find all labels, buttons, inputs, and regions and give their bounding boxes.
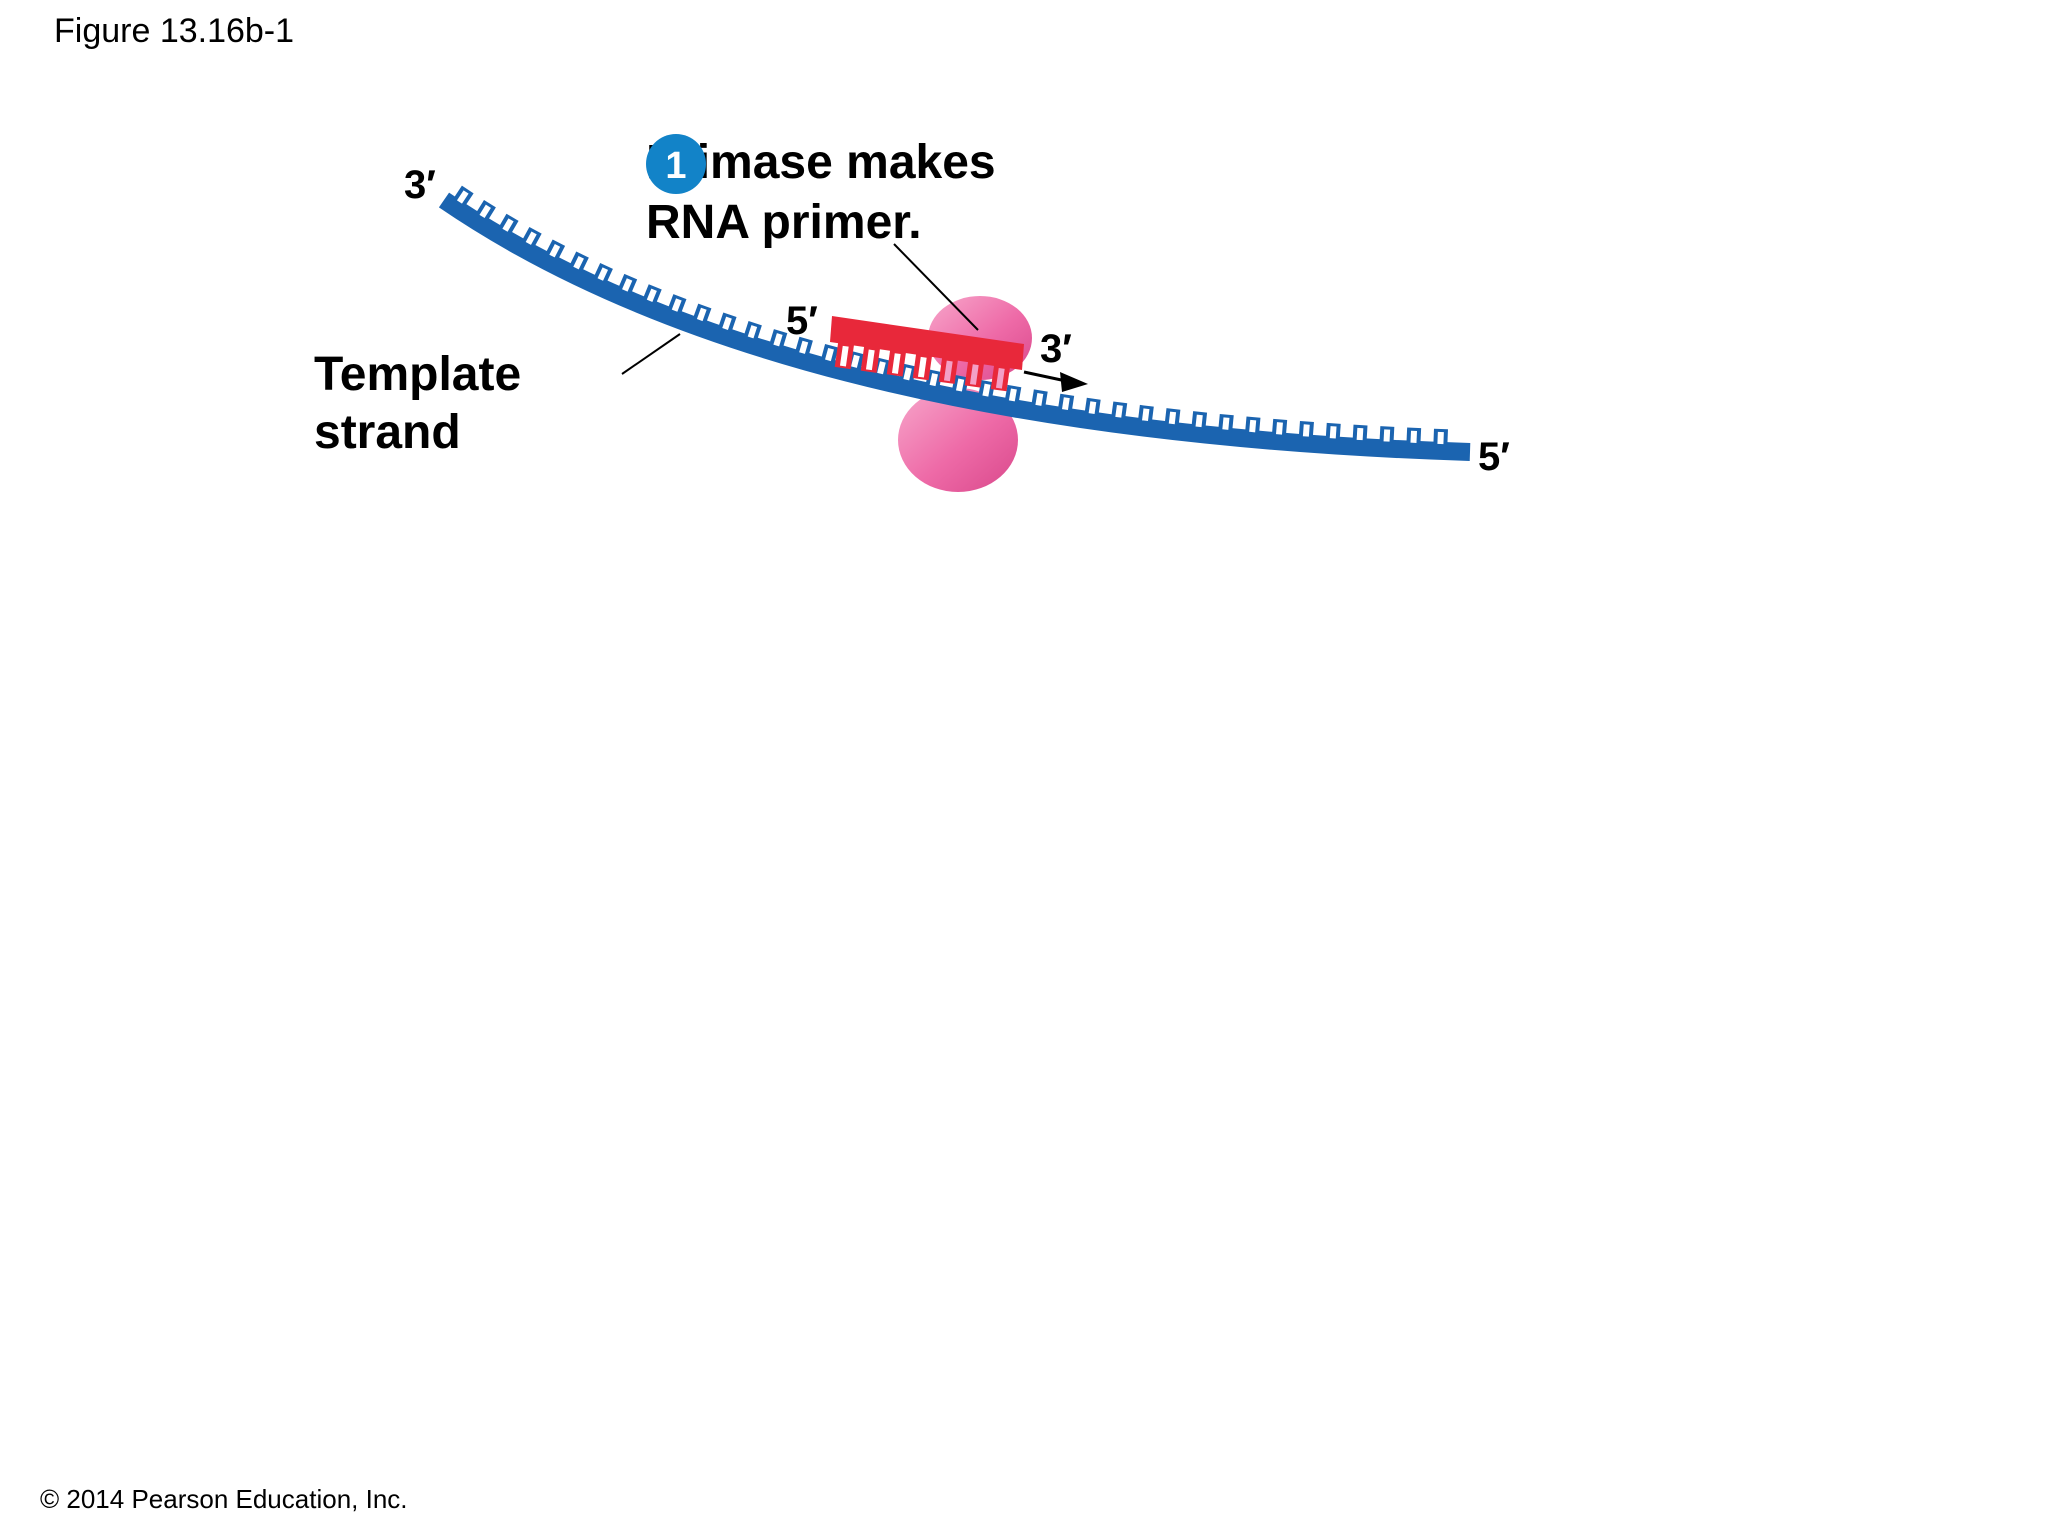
primer-base: [886, 348, 907, 377]
template-base: [1271, 418, 1288, 436]
template-base: [642, 284, 662, 305]
template-base: [453, 185, 474, 207]
template-base: [1031, 389, 1048, 408]
primer-leader-line: [893, 243, 979, 331]
template-strand-label-line1: Template: [314, 348, 521, 401]
template-base: [1137, 404, 1154, 423]
rna-primer: [830, 316, 1024, 392]
template-base: [820, 344, 839, 364]
primer-base: [964, 359, 985, 388]
synthesis-arrow-icon: [1023, 370, 1088, 392]
template-base: [718, 312, 737, 333]
template-5prime-label: 5′: [1478, 435, 1510, 479]
template-strand-bases: [453, 185, 1448, 446]
template-base: [569, 251, 589, 273]
rna-primer-backbone: [830, 316, 1024, 370]
primer-5prime-label: 5′: [786, 299, 818, 343]
primase-lower-lobe: [898, 388, 1018, 492]
step-caption-line2: RNA primer.: [646, 196, 922, 249]
template-base: [475, 200, 496, 221]
template-strand: [438, 185, 1471, 461]
template-base: [1057, 393, 1075, 412]
template-base: [1164, 408, 1181, 426]
template-strand-backbone: [438, 192, 1471, 461]
primer-base: [860, 344, 881, 373]
template-base: [769, 329, 788, 349]
template-base: [692, 303, 712, 324]
primer-base: [834, 341, 855, 370]
template-base: [667, 294, 687, 315]
template-base: [1245, 416, 1261, 434]
template-base: [521, 226, 542, 248]
primer-3prime-label: 3′: [1040, 327, 1072, 371]
template-base: [925, 369, 943, 388]
template-strand-label-line2: strand: [314, 406, 461, 459]
template-base: [617, 273, 638, 295]
figure-label: Figure 13.16b-1: [54, 12, 295, 50]
primer-base: [938, 355, 959, 384]
template-base: [1298, 420, 1314, 438]
primer-base: [990, 363, 1011, 392]
template-base: [1111, 401, 1128, 420]
template-base: [1004, 384, 1022, 404]
copyright-notice: © 2014 Pearson Education, Inc.: [40, 1484, 408, 1514]
template-base: [951, 374, 969, 394]
step-number-badge: 1: [646, 134, 706, 194]
primer-base: [912, 352, 933, 381]
template-base: [498, 213, 519, 235]
template-base: [743, 321, 762, 341]
template-base: [1379, 426, 1395, 443]
template-leader-line: [621, 333, 681, 375]
template-base: [1084, 397, 1101, 416]
template-base: [1191, 411, 1208, 429]
template-base: [1218, 413, 1234, 432]
template-base: [1325, 422, 1341, 440]
template-base: [978, 379, 996, 399]
template-base: [593, 262, 613, 284]
template-base: [1433, 428, 1448, 446]
rna-primer-bases: [834, 341, 1011, 392]
template-base: [795, 336, 813, 356]
template-base: [1352, 424, 1368, 442]
template-3prime-label: 3′: [404, 163, 436, 207]
template-base: [545, 239, 566, 261]
template-base: [1406, 427, 1422, 445]
step-number: 1: [665, 145, 686, 187]
